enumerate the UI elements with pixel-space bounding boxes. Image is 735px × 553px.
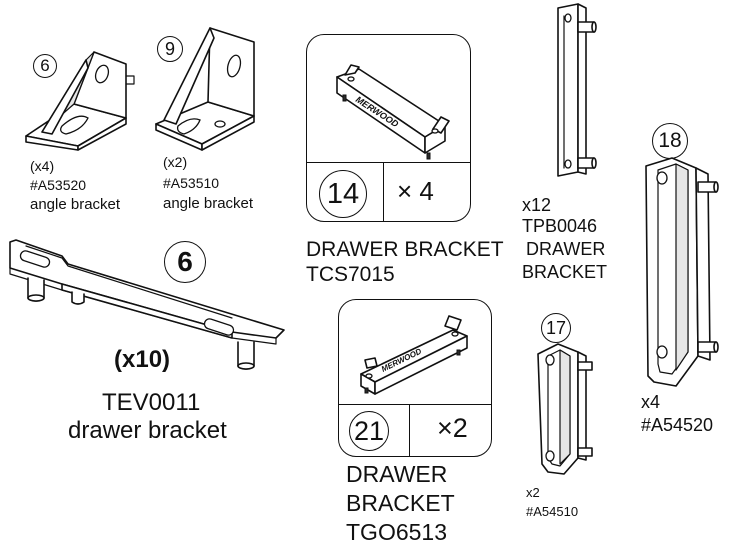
part-number: 18 (658, 129, 682, 152)
box-divider (409, 404, 410, 456)
box-divider (383, 162, 384, 221)
part-number-circle-6-large: 6 (164, 241, 206, 283)
part-number: 6 (177, 246, 193, 277)
part-code: TPB0046 (522, 216, 598, 236)
angle-bracket-a53510-illustration (155, 27, 255, 151)
part-number-circle-18: 18 (652, 123, 688, 159)
qty-label: (x2) (163, 154, 188, 170)
qty-label: x4 (641, 392, 661, 412)
drawer-bracket-tev0011-illustration (9, 239, 285, 370)
drawer-bracket-tcs7015-illustration: MERWOOD (336, 64, 450, 160)
part-code: #A54510 (526, 504, 579, 519)
part-name: BRACKET (346, 490, 455, 516)
drawer-bracket-tgo6513-illustration: MERWOOD (360, 315, 468, 395)
drawer-bracket-a54520-illustration (645, 157, 719, 387)
part-number-circle-6: 6 (33, 54, 57, 78)
part-number-circle-9: 9 (157, 36, 183, 62)
drawer-bracket-a54510-illustration (537, 343, 593, 475)
part-number-circle-21: 21 (349, 411, 389, 451)
part-name: angle bracket (30, 196, 121, 213)
qty-label: ×2 (437, 413, 468, 443)
part-box-tcs7015: MERWOOD 14 × 4 (306, 34, 471, 222)
part-number: 21 (353, 415, 385, 446)
angle-bracket-a53520-illustration (25, 51, 135, 151)
qty-label: x12 (522, 195, 552, 215)
part-code: #A53520 (30, 177, 87, 193)
part-code: TEV0011 (102, 389, 201, 416)
part-number: 14 (326, 177, 360, 210)
part-code: TGO6513 (346, 519, 447, 545)
part-code: TCS7015 (306, 263, 395, 286)
box-divider (339, 404, 491, 405)
box-divider (307, 162, 470, 163)
part-name: DRAWER BRACKET (306, 238, 504, 261)
qty-label: (x4) (30, 158, 55, 174)
part-number: 6 (40, 56, 50, 75)
part-name: BRACKET (522, 262, 608, 282)
part-name: DRAWER (346, 461, 448, 487)
drawer-bracket-tpb0046-illustration (557, 3, 597, 177)
part-code: #A53510 (163, 175, 220, 191)
part-number-circle-14: 14 (319, 170, 367, 218)
qty-label: × 4 (397, 176, 434, 206)
qty-label: x2 (526, 485, 540, 500)
part-name: DRAWER (526, 239, 606, 259)
part-name: angle bracket (163, 195, 254, 212)
part-name: drawer bracket (68, 417, 227, 444)
part-code: #A54520 (641, 415, 714, 435)
qty-label: (x10) (114, 346, 171, 373)
part-number: 17 (545, 317, 567, 338)
part-number-circle-17: 17 (541, 313, 571, 343)
part-box-tgo6513: MERWOOD 21 ×2 (338, 299, 492, 457)
part-number: 9 (164, 38, 175, 59)
